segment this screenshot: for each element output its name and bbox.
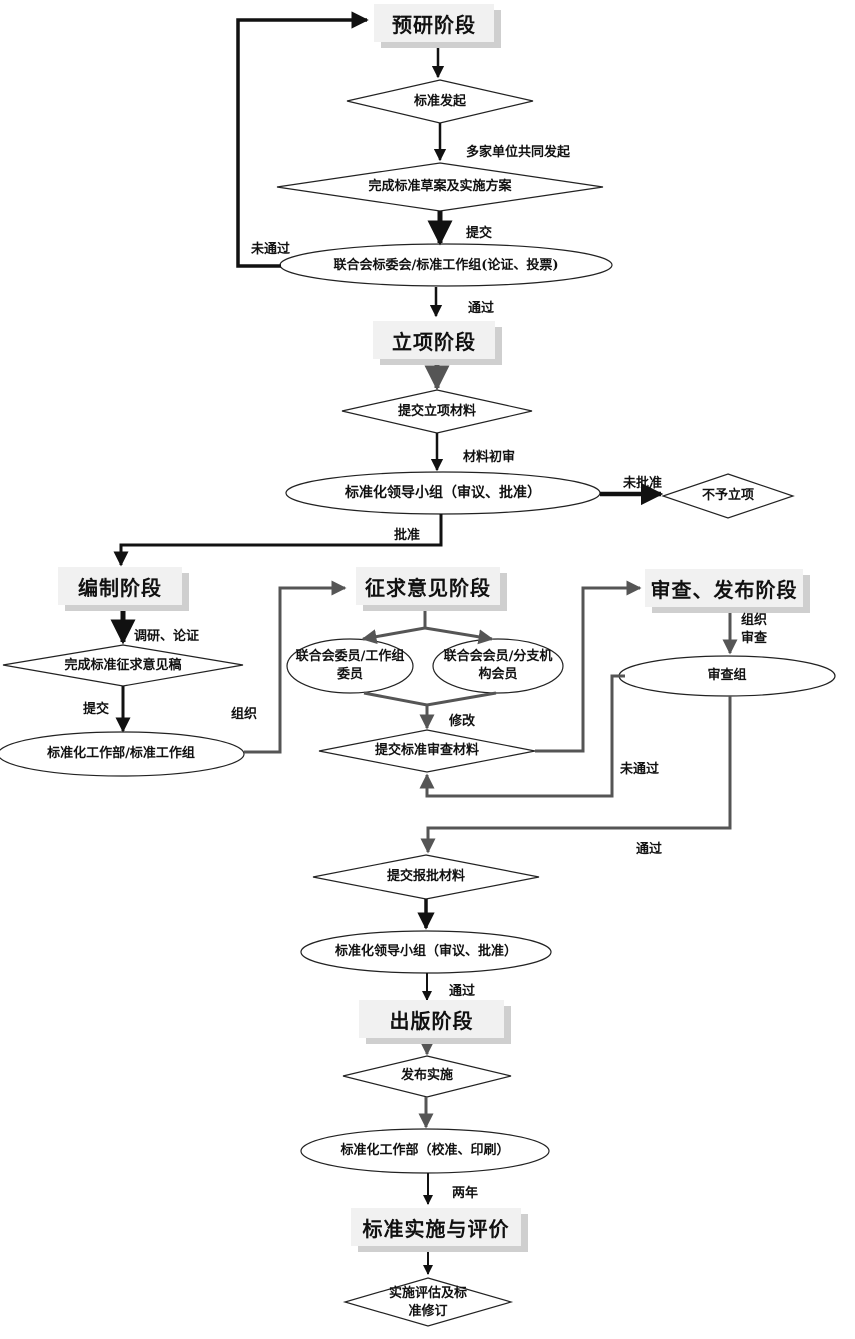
label-passed-1: 通过 [468, 301, 495, 316]
node-complete-draft: 完成标准草案及实施方案 [368, 179, 512, 194]
label-approve: 批准 [394, 528, 421, 543]
node-publish-implement: 发布实施 [400, 1068, 453, 1083]
node-member-branches: 联合会会员/分支机构会员 [443, 649, 553, 682]
node-standard-initiate: 标准发起 [413, 94, 466, 109]
diamond-evaluate [342, 1277, 514, 1327]
ellipse-member-branches [432, 638, 564, 694]
node-not-approved-project: 不予立项 [701, 488, 754, 503]
stage-drafting: 编制阶段 [58, 567, 182, 605]
node-evaluate-revise: 实施评估及标准修订 [388, 1286, 467, 1319]
label-organize-review: 组织审查 [741, 613, 768, 646]
node-complete-consult-draft: 完成标准征求意见稿 [64, 658, 182, 673]
stage-review: 审查、发布阶段 [645, 569, 803, 607]
label-passed-2: 通过 [636, 842, 663, 857]
node-submit-approval: 提交报批材料 [386, 869, 465, 884]
label-passed-3: 通过 [449, 984, 476, 999]
label-two-years: 两年 [452, 1186, 479, 1201]
node-committee-members: 联合会委员/工作组委员 [295, 649, 405, 682]
diamond-not-approved [661, 473, 795, 519]
diamond-submit-review [318, 729, 536, 773]
node-review-group: 审查组 [707, 668, 747, 683]
node-submit-review: 提交标准审查材料 [374, 743, 479, 758]
stage-publish: 出版阶段 [359, 1000, 504, 1038]
node-leading-group-1: 标准化领导小组（审议、批准） [345, 485, 541, 501]
stage-consultation: 征求意见阶段 [356, 567, 500, 605]
label-material-check: 材料初审 [463, 450, 516, 465]
label-not-passed-2: 未通过 [620, 762, 660, 777]
label-organize-1: 组织 [231, 707, 258, 722]
node-submit-project: 提交立项材料 [397, 404, 476, 419]
node-std-dept-print: 标准化工作部（校准、印刷） [340, 1143, 510, 1158]
ellipse-std-dept-print [300, 1128, 550, 1174]
node-leading-group-2: 标准化领导小组（审议、批准） [334, 944, 517, 959]
stage-implementation: 标准实施与评价 [351, 1208, 521, 1246]
label-multi-units: 多家单位共同发起 [466, 145, 571, 160]
label-revise: 修改 [449, 714, 476, 729]
node-std-dept-group: 标准化工作部/标准工作组 [47, 746, 195, 761]
label-not-approve: 未批准 [623, 476, 663, 491]
node-joint-committee: 联合会标委会/标准工作组(论证、投票) [333, 258, 559, 273]
label-research-demo: 调研、论证 [134, 629, 200, 644]
label-not-passed-1: 未通过 [251, 242, 291, 257]
label-submit-2: 提交 [83, 702, 110, 717]
stage-project: 立项阶段 [373, 321, 495, 359]
ellipse-committee-members [286, 638, 414, 694]
stage-preresearch: 预研阶段 [374, 4, 494, 42]
label-submit-1: 提交 [466, 226, 493, 241]
